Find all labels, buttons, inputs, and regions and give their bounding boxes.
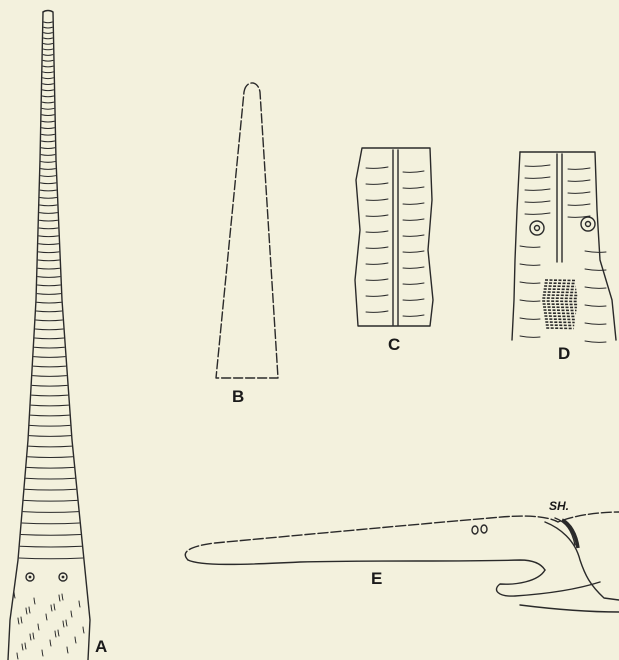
panel-d-right-eye xyxy=(581,217,595,231)
panel-c-label: C xyxy=(388,336,400,353)
panel-a-label: A xyxy=(95,638,107,655)
panel-e-eye-1 xyxy=(472,526,478,534)
panel-d-label: D xyxy=(558,345,570,362)
panel-a-drawing xyxy=(8,11,90,660)
panel-e-eye-2 xyxy=(481,525,487,533)
panel-b-drawing xyxy=(216,83,278,378)
panel-e-label: E xyxy=(371,570,382,587)
sheath-annotation: SH. xyxy=(549,500,569,512)
panel-a-annuli xyxy=(19,22,83,559)
panel-c-annuli xyxy=(366,167,424,316)
panel-e-drawing xyxy=(185,512,619,612)
panel-a-stippling xyxy=(14,592,84,659)
panel-c-drawing xyxy=(355,148,433,326)
panel-d-stippled-patch xyxy=(542,280,578,329)
panel-d-drawing xyxy=(512,152,616,342)
panel-b-label: B xyxy=(232,388,244,405)
panel-d-left-eye xyxy=(530,221,544,235)
